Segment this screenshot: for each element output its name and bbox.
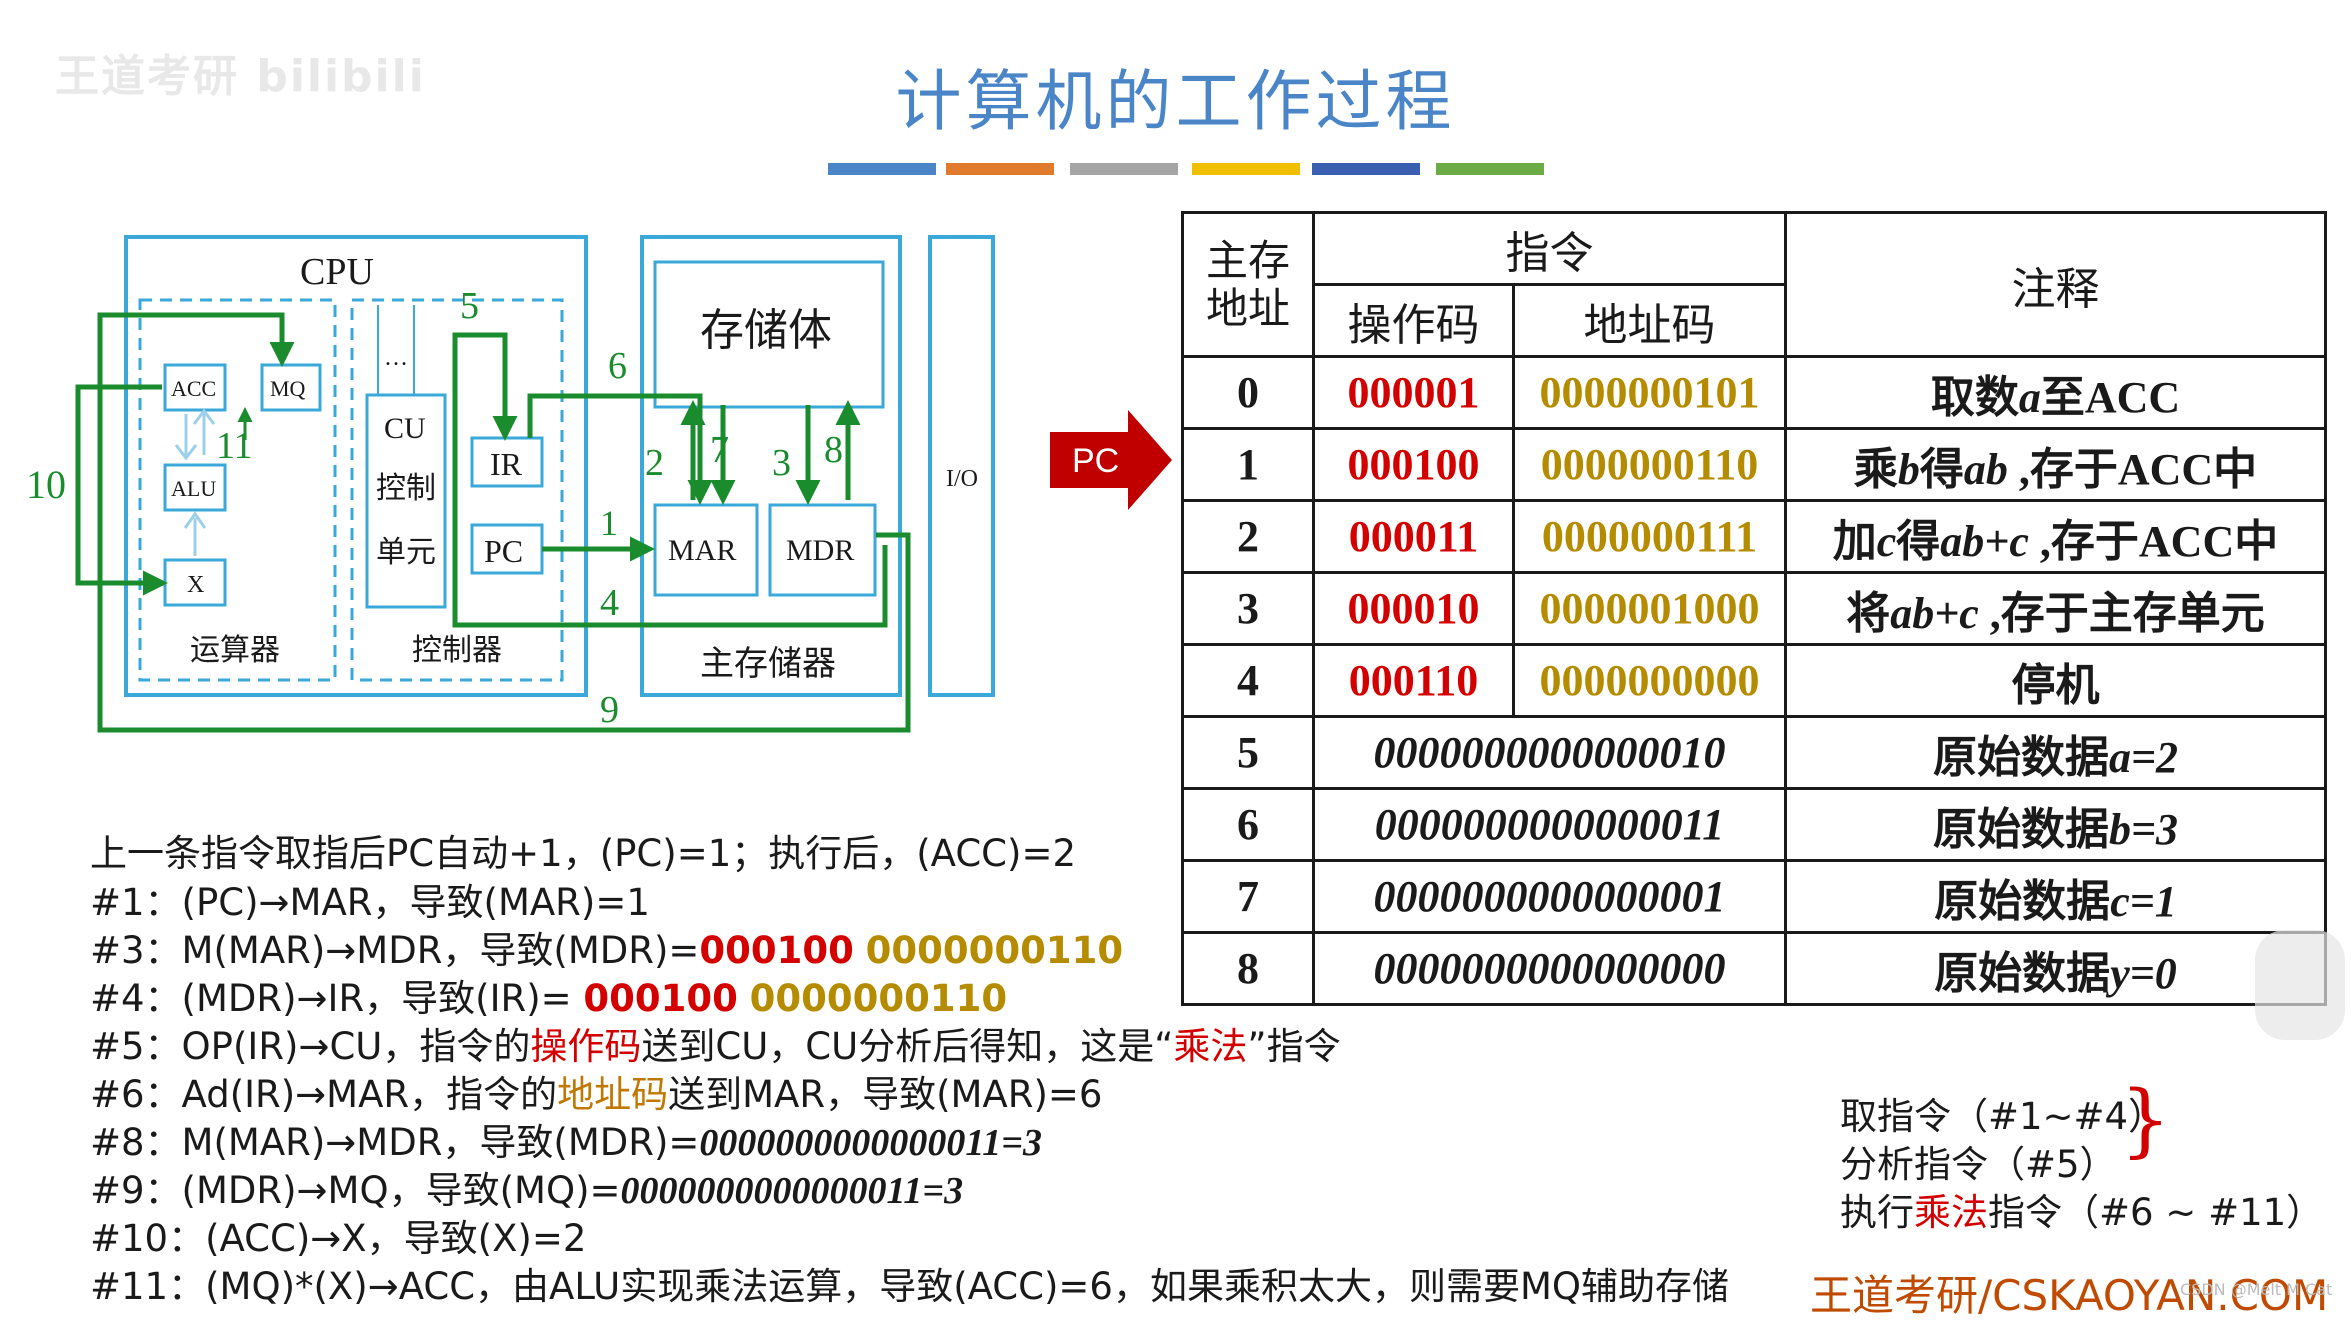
color-bar-1 bbox=[828, 163, 936, 175]
color-bar-4 bbox=[1192, 163, 1300, 175]
storage-body-label: 存储体 bbox=[700, 306, 832, 355]
svg-text:5: 5 bbox=[460, 285, 479, 327]
color-bar-5 bbox=[1312, 163, 1420, 175]
cu-sub1: 控制 bbox=[376, 472, 436, 505]
phase-fetch: 取指令（#1~#4） bbox=[1840, 1095, 2166, 1138]
step-line-3: #3：M(MAR)→MDR，导致(MDR)=000100 0000000110 bbox=[90, 929, 1124, 972]
ir-label: IR bbox=[490, 446, 523, 482]
architecture-diagram: CPU ACC MQ ALU X 运算器 … CU 控制 单元 IR PC 控制… bbox=[26, 235, 995, 733]
step-line-9: #9：(MDR)→MQ，导致(MQ)=0000000000000011=3 bbox=[90, 1169, 964, 1212]
step-line-1: #1：(PC)→MAR，导致(MAR)=1 bbox=[90, 881, 650, 924]
path-6 bbox=[527, 393, 713, 505]
step-line-6: #6：Ad(IR)→MAR，指令的地址码送到MAR，导致(MAR)=6 bbox=[90, 1073, 1103, 1116]
mar-label: MAR bbox=[668, 534, 736, 567]
acc-alu-arrows bbox=[174, 408, 216, 461]
memory-box bbox=[640, 235, 902, 697]
pc-pointer-arrow: PC bbox=[1050, 410, 1172, 510]
step-line-5: #5：OP(IR)→CU，指令的操作码送到CU，CU分析后得知，这是“乘法”指令 bbox=[90, 1025, 1341, 1068]
header-address: 主存 地址 bbox=[1181, 211, 1315, 358]
control-region bbox=[350, 298, 564, 682]
cpu-box bbox=[124, 235, 588, 697]
step-line-8: #8：M(MAR)→MDR，导致(MDR)=0000000000000011=3 bbox=[90, 1121, 1042, 1164]
header-instruction: 指令 bbox=[1312, 211, 1787, 286]
color-bar-3 bbox=[1070, 163, 1178, 175]
svg-text:3: 3 bbox=[772, 442, 791, 484]
alu-region bbox=[138, 298, 337, 682]
color-bar-2 bbox=[946, 163, 1054, 175]
svg-text:9: 9 bbox=[600, 689, 619, 731]
x-register bbox=[163, 558, 227, 607]
svg-text:10: 10 bbox=[26, 462, 66, 507]
mar-register bbox=[653, 503, 759, 597]
pc-label: PC bbox=[484, 533, 523, 569]
alu-unit-label: 运算器 bbox=[190, 634, 280, 667]
svg-text:4: 4 bbox=[600, 582, 619, 624]
mdr-label: MDR bbox=[786, 534, 854, 567]
cpu-label: CPU bbox=[300, 251, 374, 293]
svg-text:PC: PC bbox=[1072, 442, 1119, 480]
header-opcode: 操作码 bbox=[1312, 283, 1515, 358]
control-label: 控制器 bbox=[412, 634, 502, 667]
cu-dots: … bbox=[384, 345, 408, 371]
header-addrcode: 地址码 bbox=[1512, 283, 1787, 358]
bilibili-watermark: 王道考研 bilibili bbox=[55, 51, 426, 102]
step-line-4: #4：(MDR)→IR，导致(IR)= 000100 0000000110 bbox=[90, 977, 1008, 1020]
svg-text:1: 1 bbox=[600, 503, 618, 543]
phase-analyze: 分析指令（#5） bbox=[1840, 1143, 2117, 1186]
color-bar-6 bbox=[1436, 163, 1544, 175]
phase-brace: } bbox=[2120, 1073, 2171, 1166]
path-9 bbox=[97, 312, 911, 733]
alu-box bbox=[163, 463, 227, 512]
io-label: I/O bbox=[946, 466, 978, 492]
phase-execute: 执行乘法指令（#6 ~ #11） bbox=[1840, 1191, 2324, 1234]
step-line-0: 上一条指令取指后PC自动+1，(PC)=1；执行后，(ACC)=2 bbox=[90, 832, 1076, 875]
cu-box bbox=[365, 393, 447, 609]
path-10 bbox=[75, 384, 168, 596]
storage-body bbox=[653, 260, 885, 409]
acc-register bbox=[163, 363, 227, 412]
pc-register bbox=[470, 523, 544, 575]
mq-label: MQ bbox=[270, 376, 306, 401]
header-note: 注释 bbox=[1784, 211, 2327, 358]
play-icon[interactable] bbox=[2255, 930, 2345, 1040]
svg-text:6: 6 bbox=[608, 345, 627, 387]
path-4 bbox=[452, 332, 888, 628]
acc-label: ACC bbox=[171, 376, 216, 401]
csdn-watermark: CSDN @Melt M Cat bbox=[2180, 1280, 2333, 1299]
step-line-11: #11：(MQ)*(X)→ACC，由ALU实现乘法运算，导致(ACC)=6，如果… bbox=[90, 1265, 1730, 1308]
step-line-10: #10：(ACC)→X，导致(X)=2 bbox=[90, 1217, 587, 1260]
io-box bbox=[928, 235, 995, 697]
cu-label: CU bbox=[384, 412, 426, 445]
svg-text:8: 8 bbox=[824, 429, 843, 471]
x-alu-arrow bbox=[183, 511, 207, 556]
mq-register bbox=[260, 363, 322, 412]
memory-label: 主存储器 bbox=[700, 645, 836, 683]
svg-text:11: 11 bbox=[216, 425, 253, 467]
x-label: X bbox=[187, 572, 204, 598]
svg-text:7: 7 bbox=[710, 429, 729, 471]
mdr-register bbox=[768, 503, 877, 597]
alu-label: ALU bbox=[171, 476, 216, 501]
svg-text:2: 2 bbox=[645, 442, 664, 484]
cu-sub2: 单元 bbox=[376, 536, 436, 569]
page-title: 计算机的工作过程 bbox=[895, 63, 1456, 140]
